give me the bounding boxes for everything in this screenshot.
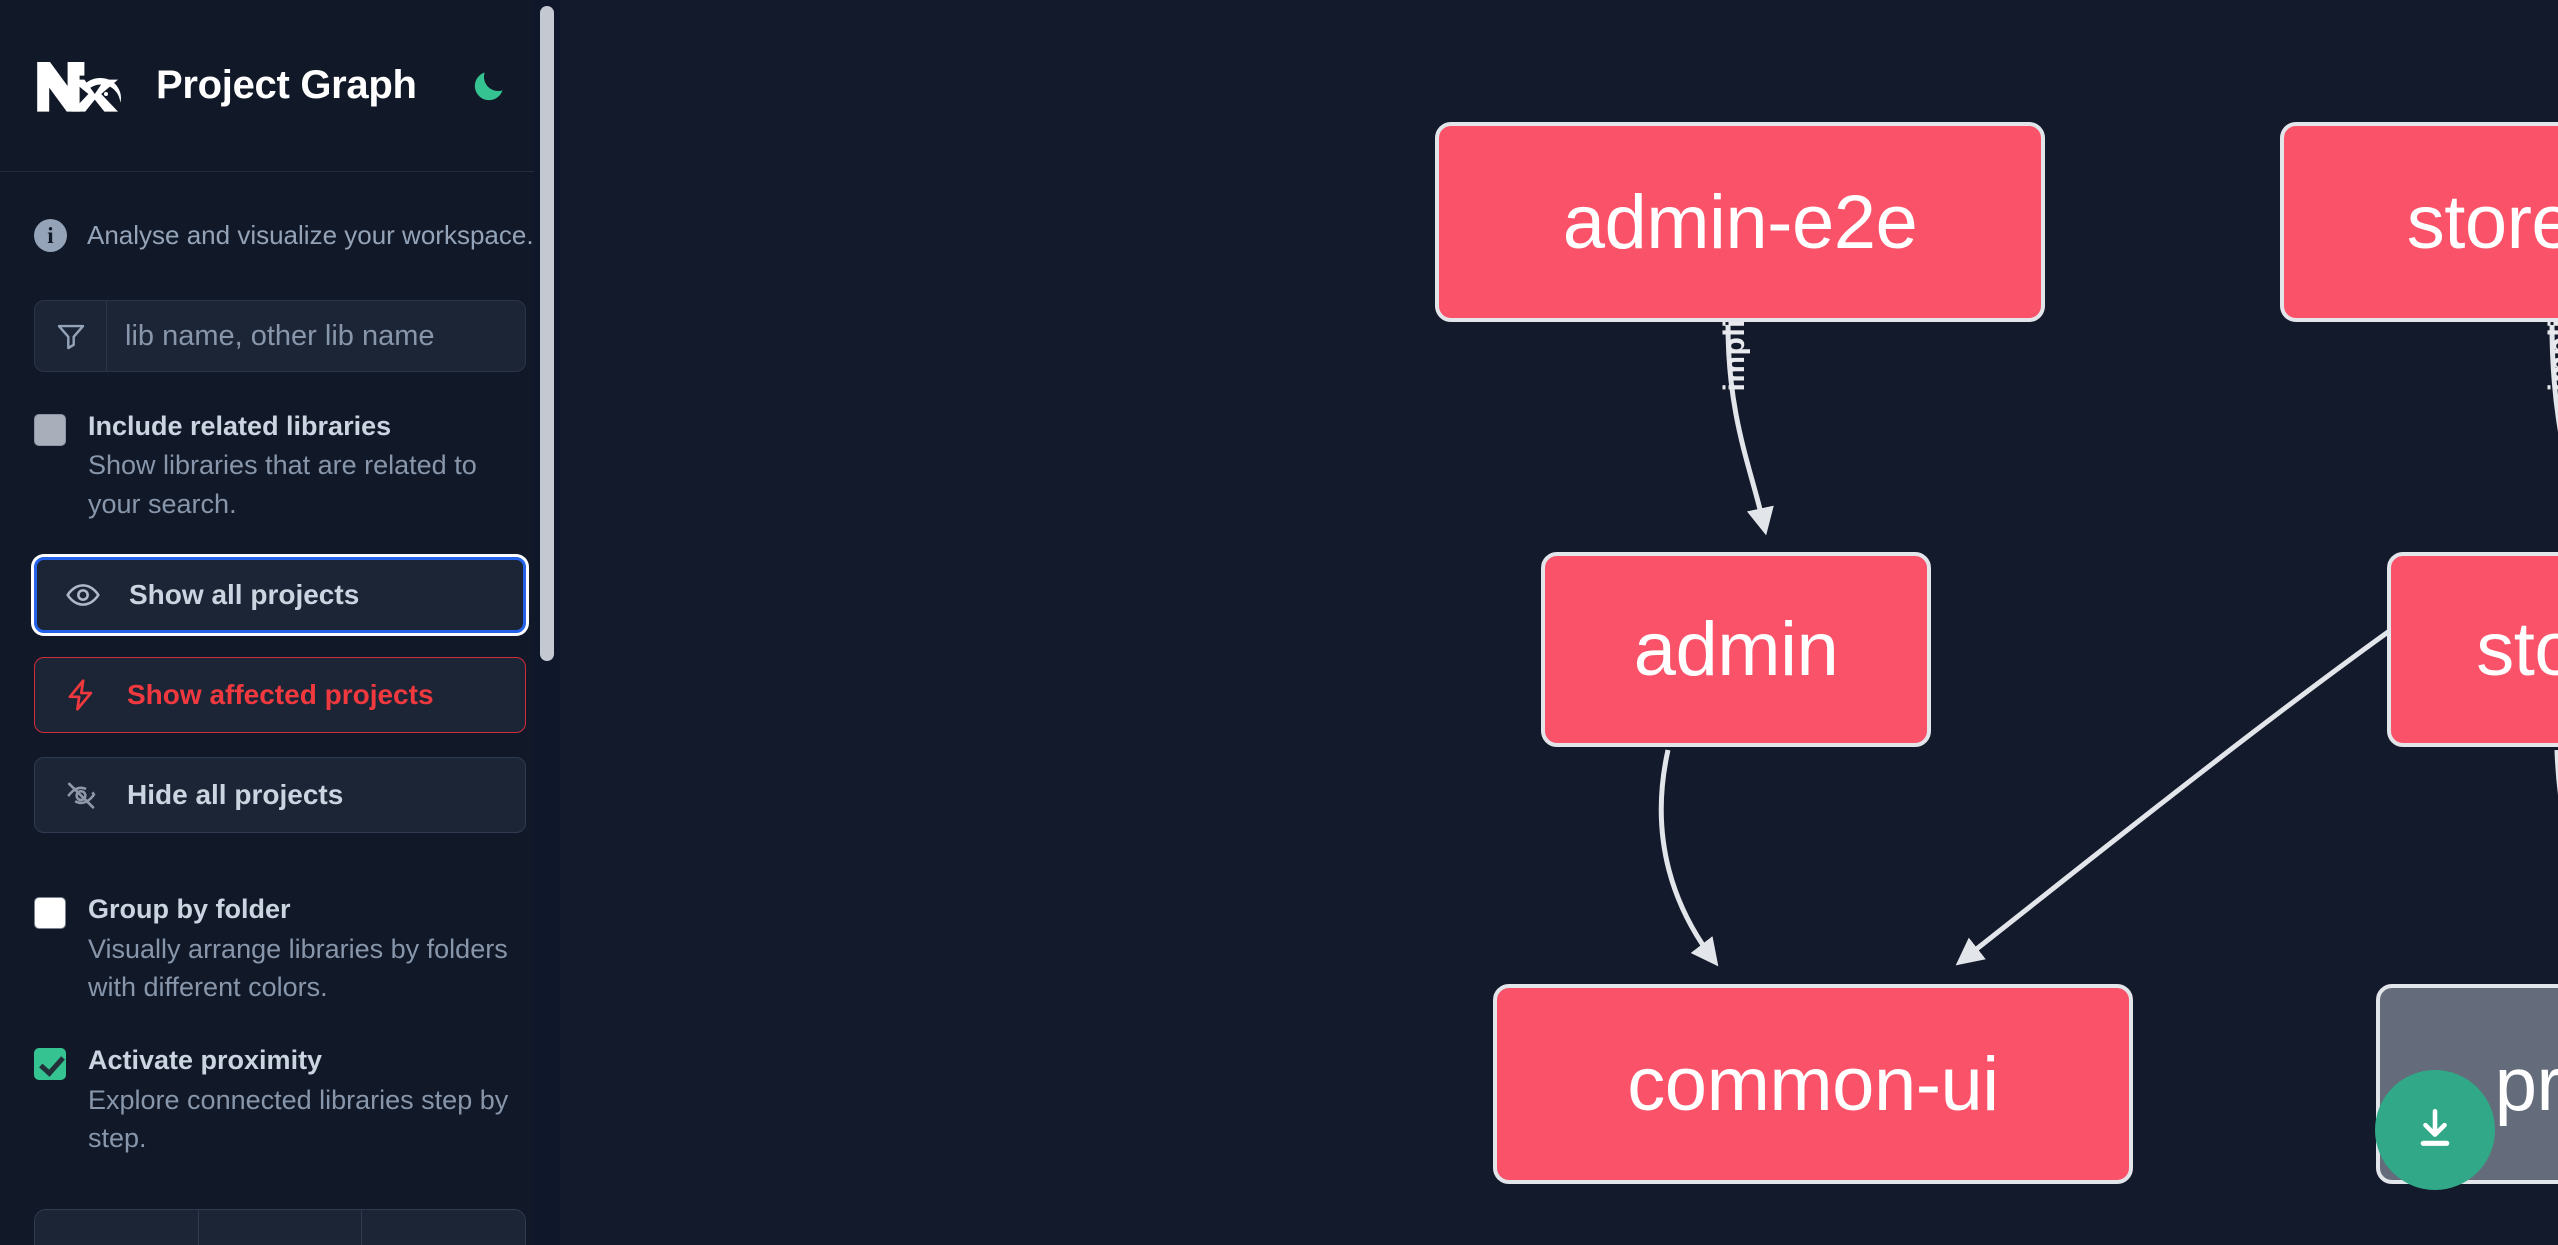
hide-all-projects-button[interactable]: Hide all projects: [34, 757, 526, 834]
checkbox-box-include-related-libraries: [34, 414, 66, 446]
checkbox-box-group-by-folder: [34, 897, 66, 930]
search-input[interactable]: [107, 301, 525, 371]
graph-node-label: store: [2476, 607, 2558, 692]
nx-logo-icon: [34, 57, 130, 115]
proximity-step-increase[interactable]: [362, 1210, 525, 1245]
hide-all-projects-label: Hide all projects: [127, 779, 344, 811]
edge-store-e2e-to-store: [2549, 324, 2558, 433]
sidebar-scrollbar-track[interactable]: [534, 0, 560, 1245]
graph-node-label: admin: [1633, 607, 1839, 692]
spacer: [34, 833, 526, 855]
eye-icon: [63, 575, 103, 615]
download-icon: [2409, 1103, 2461, 1158]
graph-node-store-e2e[interactable]: store-e2e: [2280, 122, 2558, 322]
checkbox-texts: Include related libraries Show libraries…: [88, 408, 526, 523]
sidebar-header: Project Graph: [0, 0, 560, 172]
graph-node-admin-e2e[interactable]: admin-e2e: [1435, 122, 2045, 322]
show-all-projects-button[interactable]: Show all projects: [34, 557, 526, 634]
sidebar-body: Include related libraries Show libraries…: [0, 300, 560, 1157]
sidebar-info-text: Analyse and visualize your workspace.: [87, 219, 534, 250]
checkbox-description: Visually arrange libraries by folders wi…: [88, 933, 508, 1002]
graph-node-label: common-ui: [1627, 1041, 1999, 1127]
checkbox-description: Explore connected libraries step by step…: [88, 1084, 509, 1153]
checkbox-label: Include related libraries: [88, 411, 392, 441]
graph-node-common-ui[interactable]: common-ui: [1493, 984, 2133, 1184]
checkbox-texts: Activate proximity Explore connected lib…: [88, 1042, 526, 1157]
search-field[interactable]: [34, 300, 526, 372]
show-affected-projects-label: Show affected projects: [127, 679, 434, 711]
eye-slash-icon: [61, 775, 101, 815]
page-title: Project Graph: [156, 63, 417, 107]
show-all-projects-label: Show all projects: [129, 579, 360, 611]
sidebar-scrollbar-thumb[interactable]: [540, 6, 554, 661]
sidebar: Project Graph i Analyse and visualize yo…: [0, 0, 560, 1245]
filter-funnel-icon: [35, 301, 107, 371]
edge-admin-to-common-ui: [1658, 749, 1719, 967]
checkbox-activate-proximity[interactable]: Activate proximity Explore connected lib…: [34, 1042, 526, 1157]
info-circle-icon: i: [34, 218, 67, 252]
proximity-step-value: [199, 1210, 363, 1245]
proximity-step-control[interactable]: [34, 1209, 526, 1245]
graph-node-label: products: [2494, 1041, 2558, 1127]
checkbox-label: Activate proximity: [88, 1045, 323, 1076]
checkbox-description: Show libraries that are related to your …: [88, 450, 477, 519]
edge-admin-e2e-to-admin: [1725, 324, 1774, 536]
graph-node-label: store-e2e: [2406, 179, 2558, 265]
proximity-step-decrease[interactable]: [35, 1210, 199, 1245]
checkbox-include-related-libraries[interactable]: Include related libraries Show libraries…: [34, 408, 526, 523]
graph-node-admin[interactable]: admin: [1541, 552, 1931, 747]
show-affected-projects-button[interactable]: Show affected projects: [34, 657, 526, 734]
graph-node-store[interactable]: store: [2387, 552, 2558, 747]
checkbox-group-by-folder[interactable]: Group by folder Visually arrange librari…: [34, 891, 526, 1006]
sidebar-info: i Analyse and visualize your workspace.: [0, 172, 560, 264]
graph-node-label: admin-e2e: [1562, 179, 1918, 265]
sidebar-scroll-region[interactable]: Project Graph i Analyse and visualize yo…: [0, 0, 560, 1245]
checkbox-box-activate-proximity: [34, 1048, 66, 1081]
download-graph-button[interactable]: [2375, 1070, 2495, 1190]
checkbox-texts: Group by folder Visually arrange librari…: [88, 891, 526, 1006]
project-graph-canvas[interactable]: implicit implicit admin-e2e store-e2e ad…: [560, 0, 2558, 1245]
moon-icon[interactable]: [467, 64, 511, 108]
checkbox-label: Group by folder: [88, 894, 291, 925]
lightning-bolt-icon: [61, 675, 101, 715]
